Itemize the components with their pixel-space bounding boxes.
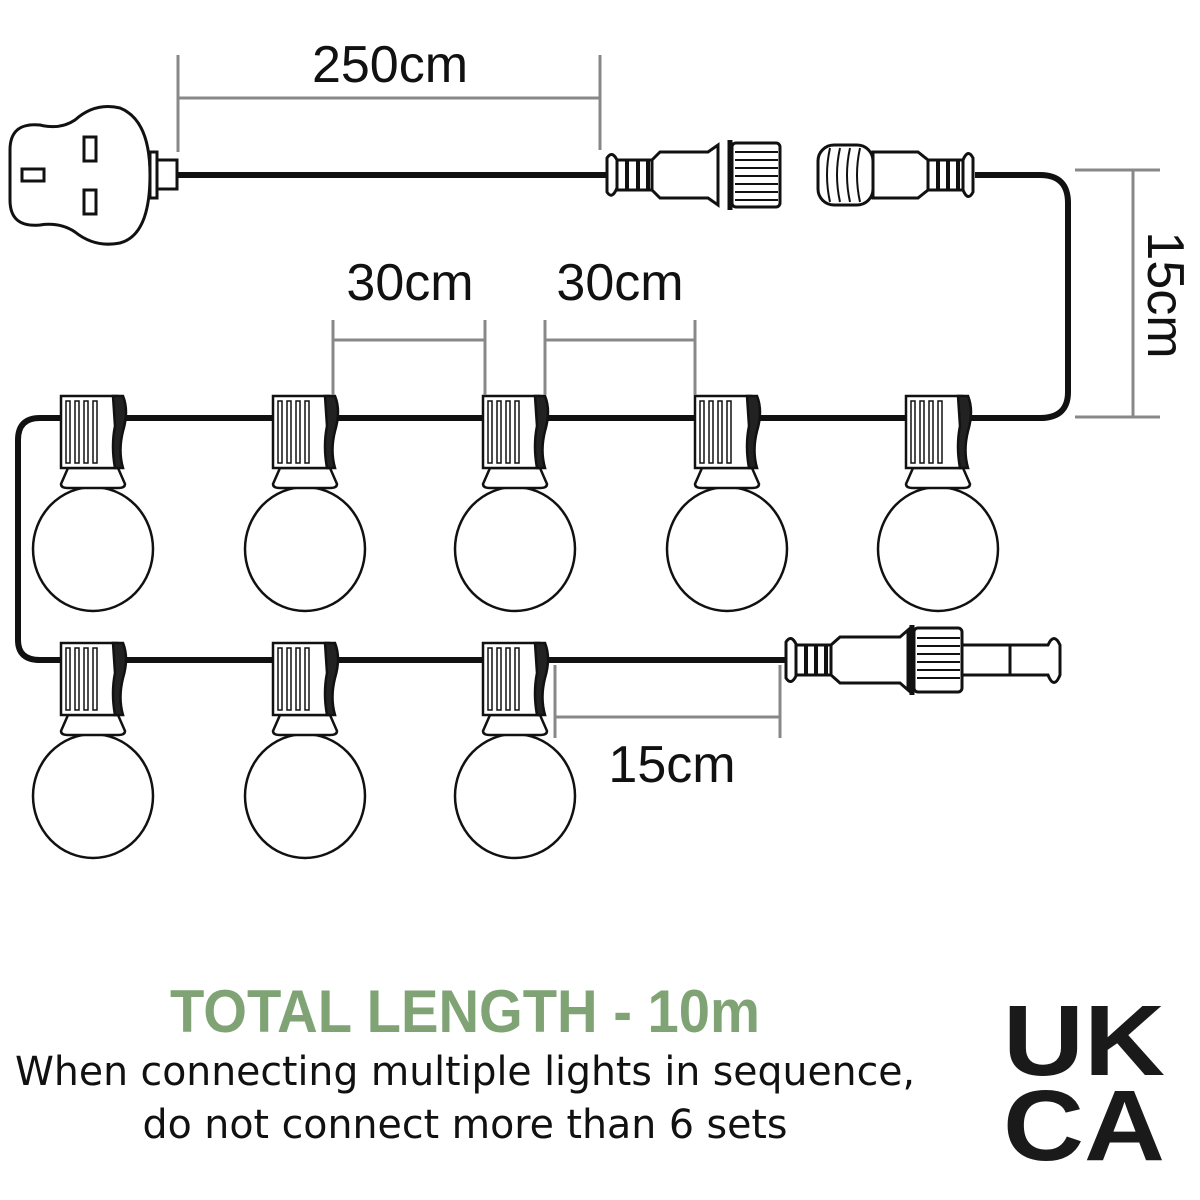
ukca-mark-logo: UK CA [1003, 985, 1165, 1182]
bulbs [31, 394, 1000, 860]
bulb-icon [243, 641, 367, 860]
bulb-icon [453, 641, 577, 860]
end-connector-icon [784, 625, 1062, 695]
bulb-icon [876, 394, 1000, 613]
total-length-title: TOTAL LENGTH - 10m [170, 978, 760, 1045]
male-connector-icon [605, 140, 782, 210]
uk-plug-icon [8, 105, 179, 246]
bulb-icon [31, 641, 155, 860]
dimension-label-250cm: 250cm [312, 36, 468, 94]
female-connector-icon [816, 143, 975, 207]
dimension-lines [176, 55, 1160, 738]
bulb-icon [31, 394, 155, 613]
dimension-label-30cm-1: 30cm [346, 254, 473, 312]
ukca-mark-line2: CA [1003, 1070, 1165, 1182]
bulb-icon [665, 394, 789, 613]
note-line-1: When connecting multiple lights in seque… [15, 1049, 915, 1095]
dimension-label-15cm-vertical: 15cm [1136, 231, 1194, 358]
dimension-label-30cm-2: 30cm [556, 254, 683, 312]
note-line-2: do not connect more than 6 sets [143, 1102, 788, 1148]
dimension-label-15cm-end: 15cm [608, 736, 735, 794]
bulb-icon [243, 394, 367, 613]
ukca-mark-line1: UK [1003, 985, 1165, 1097]
bulb-icon [453, 394, 577, 613]
